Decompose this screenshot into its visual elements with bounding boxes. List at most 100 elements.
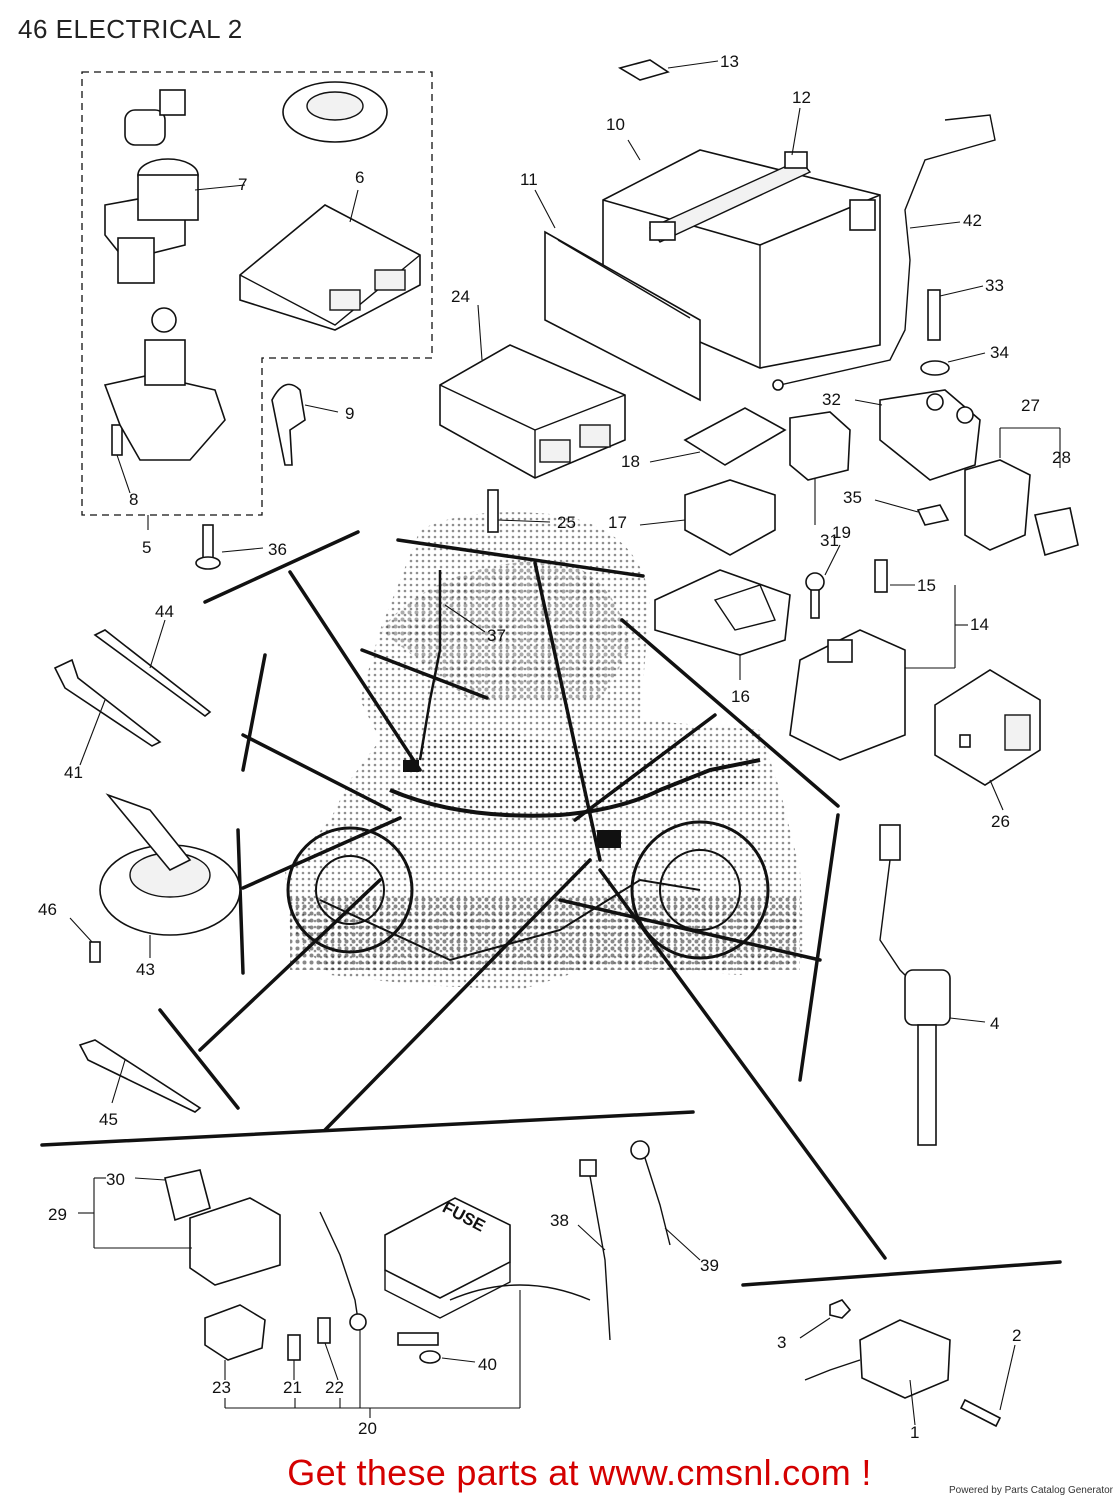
callout-45: 45 [99,1110,118,1129]
callout-34: 34 [990,343,1009,362]
part-8-screw [111,424,131,494]
part-28-relay-cap [1034,507,1079,557]
callout-42: 42 [963,211,982,230]
cta-link[interactable]: Get these parts at www.cmsnl.com ! [287,1452,872,1493]
part-45-cable-tie [78,1039,202,1113]
callout-10: 10 [606,115,625,134]
part-13-clip [617,59,719,81]
callout-18: 18 [621,452,640,471]
ignition-switch-body [103,307,226,461]
callout-21: 21 [283,1378,302,1397]
part-25-bolt [487,489,499,533]
part-2-screw [959,1344,1016,1428]
part-23-cap [204,1304,266,1380]
part-22-fuse [317,1317,339,1381]
callout-39: 39 [700,1256,719,1275]
part-44-cable-tie [93,619,212,718]
callout-35: 35 [843,488,862,507]
callout-15: 15 [917,576,936,595]
page-title: 46 ELECTRICAL 2 [18,14,243,44]
part-46-bolt [69,917,101,963]
callout-labels: 13 12 10 11 42 33 34 32 27 28 35 18 24 6… [38,52,1071,1442]
leader-25 [497,519,551,523]
part-38-tie [577,1159,611,1341]
part-18-pad [649,407,787,466]
callout-24: 24 [451,287,470,306]
callout-27: 27 [1021,396,1040,415]
part-9-key [271,383,339,466]
callout-46: 46 [38,900,57,919]
part-36-bolt [195,524,264,570]
callout-12: 12 [792,88,811,107]
part-32-relay [854,389,981,481]
callout-1: 1 [910,1423,919,1442]
callout-2: 2 [1012,1326,1021,1345]
part-1-switch [804,1319,951,1426]
part-33-bolt [927,285,984,341]
part-34-washer [920,352,986,376]
cta-banner[interactable]: Get these parts at www.cmsnl.com ! [0,1452,1119,1494]
part-11-battery-cover [534,189,701,402]
callout-13: 13 [720,52,739,71]
part-27-relay [964,427,1061,551]
part-30-relay-cap [134,1169,211,1222]
part-24-ecu [439,304,626,479]
ignition-kit-group [81,71,433,530]
part-14-starter-relay [789,585,968,761]
callout-11: 11 [520,170,538,189]
part-20-fuse-box [224,1197,591,1418]
seat-lock [124,89,186,146]
callout-17: 17 [608,513,627,532]
leader-37 [444,604,486,633]
part-19-bolt [805,544,841,619]
part-7-main-switch [104,158,246,284]
callout-36: 36 [268,540,287,559]
callout-7: 7 [238,175,247,194]
part-17-cover [639,479,776,556]
part-16-bracket [654,569,791,680]
callout-8: 8 [129,490,138,509]
part-26-flasher-relay [934,669,1041,811]
callout-16: 16 [731,687,750,706]
part-29-relay [78,1177,281,1286]
callout-14: 14 [970,615,989,634]
powered-by-credit: Powered by Parts Catalog Generator [949,1485,1113,1496]
callout-43: 43 [136,960,155,979]
callout-20: 20 [358,1419,377,1438]
part-21-fuse [287,1334,301,1380]
callout-38: 38 [550,1211,569,1230]
callout-9: 9 [345,404,354,423]
part-4-switch [879,824,986,1146]
part-6-module [239,189,421,331]
callout-5: 5 [142,538,151,557]
callout-28: 28 [1052,448,1071,467]
callout-3: 3 [777,1333,786,1352]
part-15-fuse [874,559,915,593]
part-42-ground-cable [772,114,996,391]
callout-26: 26 [991,812,1010,831]
callout-44: 44 [155,602,174,621]
callout-32: 32 [822,390,841,409]
callout-23: 23 [212,1378,231,1397]
callout-25: 25 [557,513,576,532]
part-41-cable-tie [53,658,162,766]
callout-6: 6 [355,168,364,187]
callout-30: 30 [106,1170,125,1189]
part-31-relay [789,411,851,525]
callout-33: 33 [985,276,1004,295]
callout-29: 29 [48,1205,67,1224]
callout-40: 40 [478,1355,497,1374]
part-35-clip [874,499,950,526]
fuel-tank-cap [282,81,388,143]
part-39-tie [630,1140,701,1261]
part-40-bolt [397,1332,476,1364]
part-12-battery-band [648,107,812,243]
callout-19: 19 [832,523,851,542]
assembly-leaders [40,530,1062,1287]
callout-37: 37 [487,626,506,645]
callout-22: 22 [325,1378,344,1397]
part-43-horn [99,793,241,958]
callout-31: 31 [820,531,839,550]
callout-41: 41 [64,763,83,782]
